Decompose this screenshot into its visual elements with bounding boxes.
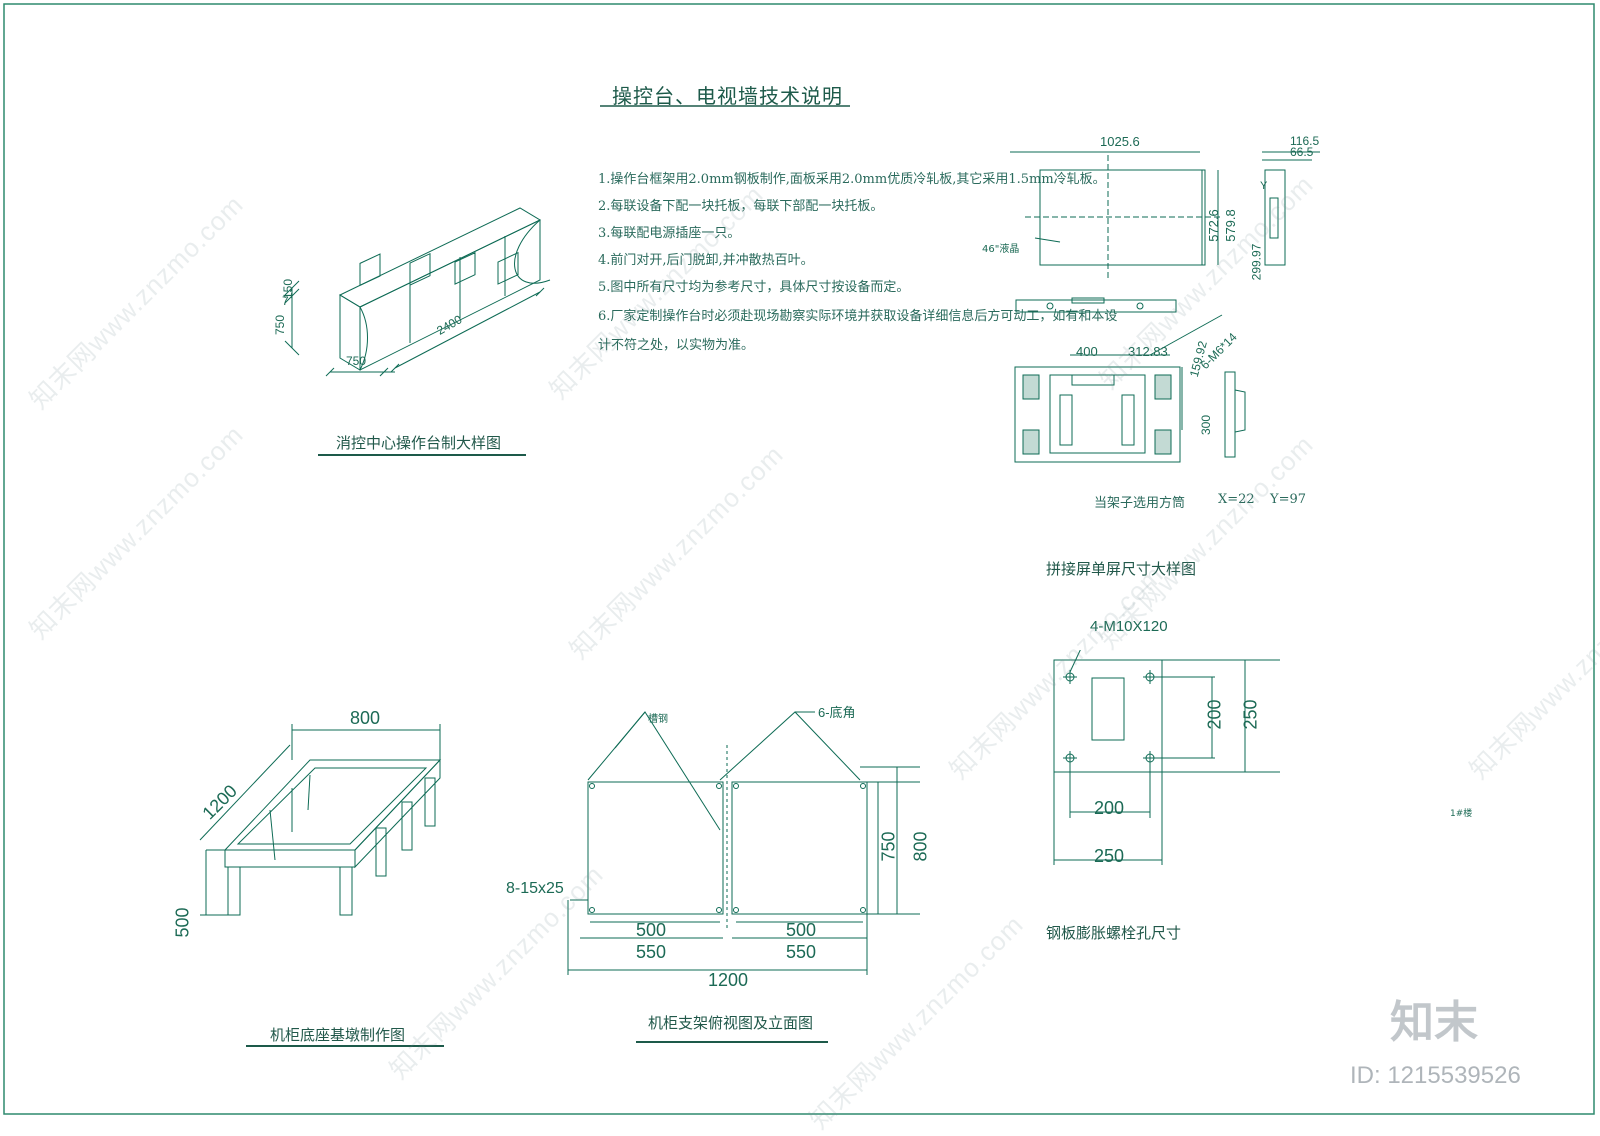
screen-note: 当架子选用方筒 xyxy=(1094,496,1186,511)
console-dim-750-w: 750 xyxy=(346,354,367,368)
bracket-label-angle: 6-底角 xyxy=(818,705,856,720)
note-6: 6.厂家定制操作台时必须赴现场勘察实际环境并获取设备详细信息后方可动工，如有和本… xyxy=(598,309,1118,324)
plate-caption: 钢板膨胀螺栓孔尺寸 xyxy=(1046,924,1182,942)
image-id: ID: 1215539526 xyxy=(1350,1062,1521,1089)
screen-caption: 拼接屏单屏尺寸大样图 xyxy=(1046,560,1197,578)
screen-drawing xyxy=(990,130,1320,510)
screen-dim-572: 572.6 xyxy=(1205,209,1221,242)
bracket-drawing xyxy=(560,700,940,1000)
bracket-dim-550-b: 550 xyxy=(786,942,817,962)
screen-dim-300: 300 xyxy=(1199,414,1214,436)
plate-dim-h250: 250 xyxy=(1094,846,1125,866)
screen-dim-66: 66.5 xyxy=(1290,145,1314,159)
bracket-dim-500-a: 500 xyxy=(636,920,667,940)
console-drawing xyxy=(260,200,570,400)
console-dim-7: 7 xyxy=(282,294,289,308)
plate-label: 4-M10X120 xyxy=(1090,618,1168,635)
bracket-label-channel: 槽钢 xyxy=(648,714,668,725)
console-dim-750-h: 750 xyxy=(273,314,288,336)
screen-dim-width: 1025.6 xyxy=(1100,134,1140,149)
plate-dim-h200: 200 xyxy=(1094,798,1125,818)
note-1: 1.操作台框架用2.0mm钢板制作,面板采用2.0mm优质冷轧板,其它采用1.5… xyxy=(598,172,1106,187)
screen-x: X=22 xyxy=(1218,492,1255,507)
base-caption-underline xyxy=(246,1044,446,1050)
screen-label-46: 46"液晶 xyxy=(982,244,1020,255)
console-caption: 消控中心操作台制大样图 xyxy=(336,434,502,452)
base-dim-500: 500 xyxy=(172,907,193,938)
note-7: 计不符之处，以实物为准。 xyxy=(598,338,755,353)
plate-dim-v200: 200 xyxy=(1204,699,1225,730)
console-caption-underline xyxy=(318,453,528,459)
bracket-dim-750: 750 xyxy=(878,831,899,862)
screen-dim-116: 116.5 xyxy=(1290,134,1320,148)
base-caption: 机柜底座基墩制作图 xyxy=(270,1026,406,1044)
bracket-caption-underline xyxy=(636,1040,836,1046)
title-underline xyxy=(600,104,860,110)
bracket-label-holes: 8-15x25 xyxy=(506,880,564,897)
base-dim-800: 800 xyxy=(350,708,381,728)
note-4: 4.前门对开,后门脱卸,并冲散热百叶。 xyxy=(598,253,814,268)
screen-dim-400: 400 xyxy=(1076,344,1098,359)
screen-dim-y: Y xyxy=(1260,180,1268,192)
note-5: 5.图中所有尺寸均为参考尺寸，具体尺寸按设备而定。 xyxy=(598,280,910,295)
sheet-title: 操控台、电视墙技术说明 xyxy=(612,84,843,108)
plate-dim-v250: 250 xyxy=(1240,699,1261,730)
note-2: 2.每联设备下配一块托板，每联下部配一块托板。 xyxy=(598,199,884,214)
note-3: 3.每联配电源插座一只。 xyxy=(598,226,741,241)
plate-drawing xyxy=(1040,650,1300,890)
watermark-logo: 知末 xyxy=(1390,997,1478,1048)
bracket-dim-800: 800 xyxy=(910,831,931,862)
building-label: 1#楼 xyxy=(1450,809,1473,819)
bracket-dim-550-a: 550 xyxy=(636,942,667,962)
screen-dim-312: 312.83 xyxy=(1128,344,1168,359)
bracket-dim-1200: 1200 xyxy=(708,970,749,990)
bracket-caption: 机柜支架俯视图及立面图 xyxy=(648,1014,814,1032)
base-drawing xyxy=(180,720,460,950)
bracket-dim-500-b: 500 xyxy=(786,920,817,940)
screen-y: Y=97 xyxy=(1270,492,1307,507)
